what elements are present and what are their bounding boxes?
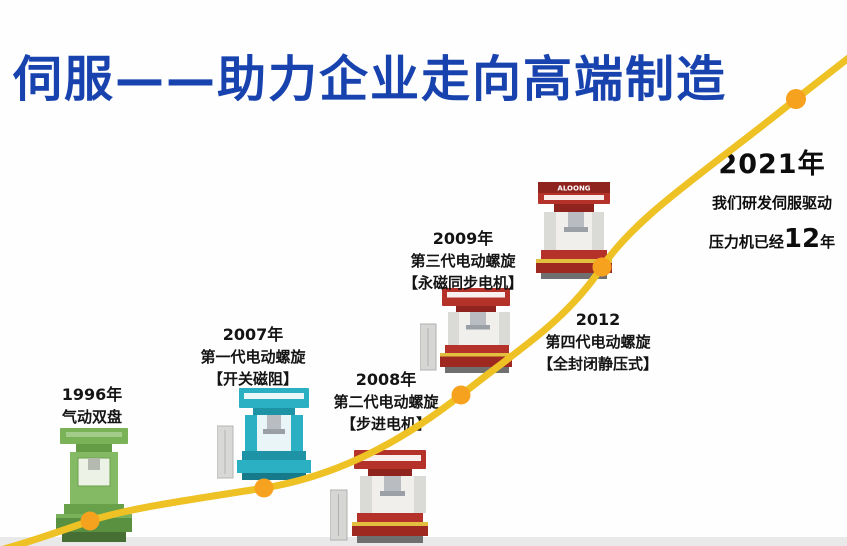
endpoint-line-1: 我们研发伺服驱动	[711, 194, 832, 212]
milestone-year: 2008年	[355, 370, 417, 389]
timeline-dot-2021	[786, 89, 806, 109]
milestone-year: 2009年	[432, 229, 494, 248]
press-illustration-2009	[420, 288, 512, 374]
milestone-line: 第三代电动螺旋	[410, 252, 516, 270]
milestone-year: 1996年	[61, 385, 123, 404]
milestone-line: 第四代电动螺旋	[545, 333, 651, 351]
milestone-line: 【开关磁阻】	[207, 370, 298, 388]
endpoint-line-2-suffix: 年	[820, 233, 836, 251]
milestone-label-2012: 2012 第四代电动螺旋 【全封闭静压式】	[530, 309, 666, 375]
milestone-label-2008: 2008年 第二代电动螺旋 【步进电机】	[320, 369, 452, 435]
milestone-year: 2012	[575, 310, 621, 329]
endpoint-years-count: 12	[783, 224, 821, 254]
milestone-label-2009: 2009年 第三代电动螺旋 【永磁同步电机】	[397, 228, 529, 294]
red-press-icon	[330, 450, 428, 543]
milestone-label-2007: 2007年 第一代电动螺旋 【开关磁阻】	[187, 324, 319, 390]
milestone-line: 第二代电动螺旋	[333, 393, 439, 411]
endpoint-line-2-prefix: 压力机已经	[708, 233, 784, 251]
red-press-icon	[420, 288, 512, 373]
timeline-dot-2008	[451, 385, 471, 405]
milestone-line: 【永磁同步电机】	[402, 274, 523, 292]
green-press-icon	[56, 428, 132, 542]
milestone-line: 【全封闭静压式】	[537, 355, 658, 373]
page-title: 伺服——助力企业走向高端制造	[13, 51, 728, 108]
milestone-year: 2007年	[222, 325, 284, 344]
press-illustration-1996	[46, 426, 142, 544]
press-illustration-2012: ALOONG	[528, 182, 620, 279]
milestone-label-1996: 1996年 气动双盘	[32, 384, 152, 428]
press-illustration-2007	[217, 388, 311, 484]
milestone-line: 第一代电动螺旋	[200, 348, 306, 366]
endpoint-year: 2021年	[718, 149, 826, 180]
endpoint-2021-block: 2021年 我们研发伺服驱动 压力机已经12年	[698, 142, 846, 254]
milestone-line: 气动双盘	[61, 408, 122, 426]
milestone-line: 【步进电机】	[340, 415, 431, 433]
cyan-press-icon	[217, 388, 311, 480]
press-illustration-2008	[330, 450, 428, 544]
machine-brand-text: ALOONG	[557, 185, 590, 193]
endpoint-line-2: 压力机已经12年	[698, 224, 846, 254]
red-press-icon: ALOONG	[536, 182, 612, 279]
